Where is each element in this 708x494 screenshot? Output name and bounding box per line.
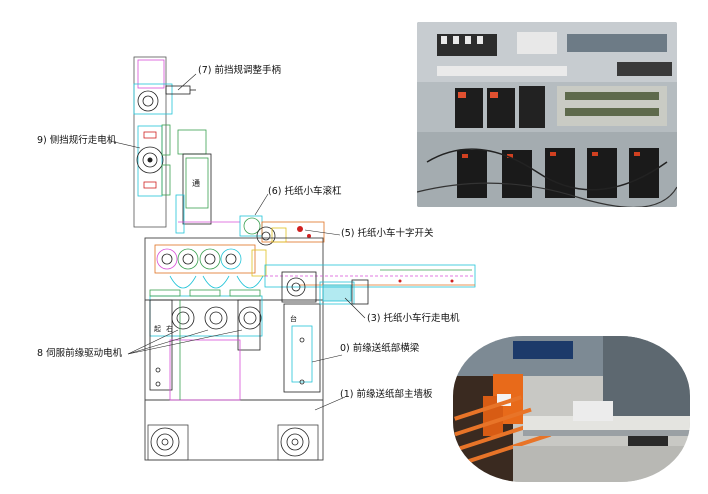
- left-lower-column: [149, 299, 261, 401]
- beam-column: [283, 303, 321, 393]
- motor-box: [175, 129, 240, 234]
- bottom-wheels: [147, 424, 319, 461]
- electrical-cabinet-photo: [417, 22, 677, 207]
- label-servo-motor: 8 伺服前缘驱动电机: [37, 348, 123, 359]
- label-tray-cross-switch: (5) 托纸小车十字开关: [341, 228, 434, 239]
- feeder-machine-photo: [453, 336, 690, 482]
- leader-lines: [109, 73, 366, 411]
- left-tag-1: 起: [154, 325, 161, 333]
- tray-rail: [264, 264, 476, 305]
- label-tray-roller: (6) 托纸小车滚杠: [268, 186, 342, 197]
- label-tray-travel-motor: (3) 托纸小车行走电机: [367, 313, 460, 324]
- label-side-gauge-motor: 9) 侧挡规行走电机: [37, 135, 117, 146]
- label-front-gauge-handle: (7) 前挡规调整手柄: [198, 65, 281, 76]
- label-feed-wall: (1) 前缘送纸部主墙板: [340, 389, 433, 400]
- motor-tag: 通: [192, 179, 200, 188]
- mid-tag: 台: [290, 315, 297, 323]
- tray-roller-section: [239, 215, 325, 246]
- left-tag-2: 右: [166, 325, 173, 333]
- label-feed-beam: 0) 前缘送纸部横梁: [340, 343, 420, 354]
- upper-column: [133, 56, 196, 228]
- roller-row: [154, 244, 267, 277]
